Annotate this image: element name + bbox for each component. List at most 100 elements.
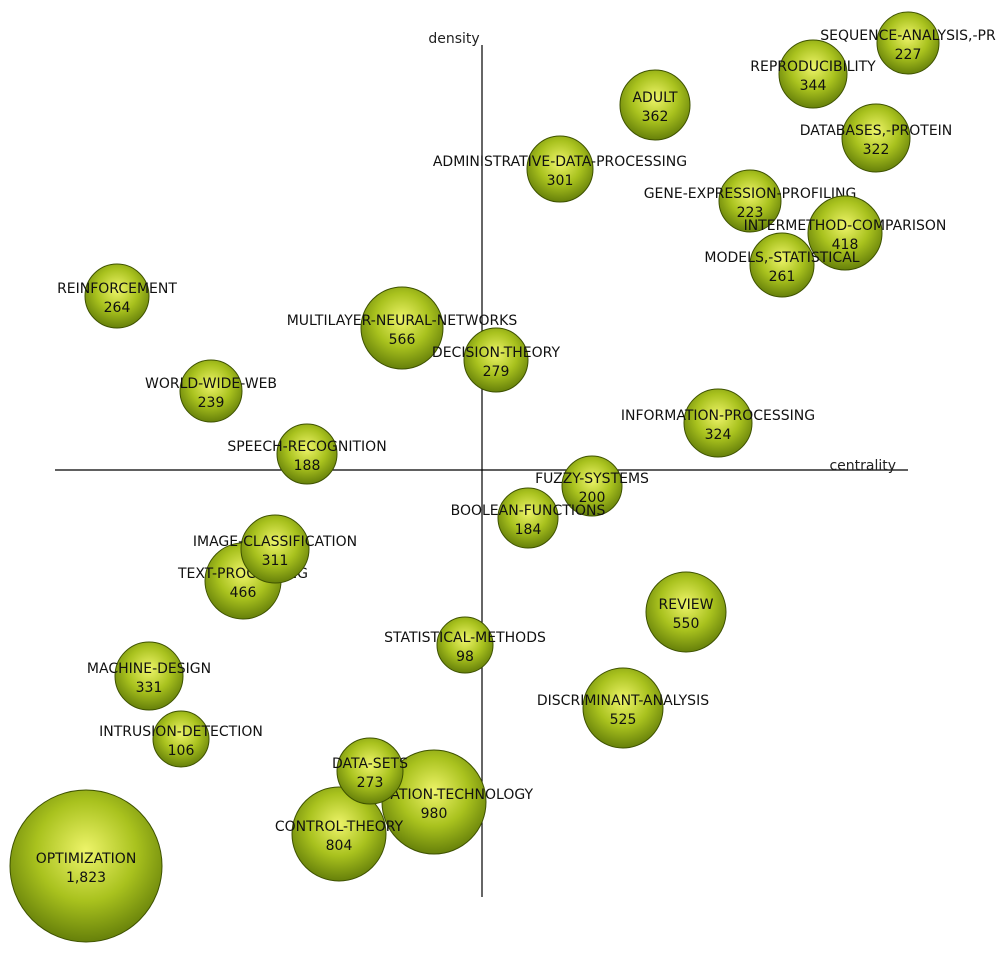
cluster-bubble[interactable] (84, 263, 150, 329)
cluster-count: 261 (769, 269, 796, 285)
cluster-world-wide-web[interactable]: WORLD-WIDE-WEB 239 (145, 359, 277, 423)
cluster-bubble[interactable] (876, 11, 940, 75)
cluster-name: SPEECH-RECOGNITION (227, 439, 386, 455)
cluster-name: SEQUENCE-ANALYSIS,-PR (820, 28, 996, 44)
cluster-machine-design[interactable]: MACHINE-DESIGN 331 (87, 641, 211, 711)
cluster-multilayer-neural-networks[interactable]: MULTILAYER-NEURAL-NETWORKS 566 (287, 286, 518, 370)
cluster-bubble[interactable] (841, 103, 911, 173)
cluster-bubble[interactable] (683, 388, 753, 458)
cluster-name: REPRODUCIBILITY (750, 59, 876, 75)
cluster-speech-recognition[interactable]: SPEECH-RECOGNITION 188 (227, 423, 387, 485)
cluster-models-statistical[interactable]: MODELS,-STATISTICAL 261 (704, 232, 860, 298)
cluster-count: 324 (705, 427, 732, 443)
cluster-review[interactable]: REVIEW 550 (645, 571, 727, 653)
cluster-bubble[interactable] (778, 39, 848, 109)
cluster-bubble[interactable] (582, 667, 664, 749)
cluster-count: 980 (421, 806, 448, 822)
cluster-name: OPTIMIZATION (36, 851, 137, 867)
cluster-count: 239 (198, 395, 225, 411)
cluster-bubble[interactable] (436, 616, 494, 674)
cluster-sequence-analysis-pr[interactable]: SEQUENCE-ANALYSIS,-PR 227 (820, 11, 996, 75)
cluster-bubble[interactable] (718, 169, 782, 233)
cluster-name: DATA-SETS (332, 756, 408, 772)
cluster-bubble[interactable] (645, 571, 727, 653)
cluster-name: CONTROL-THEORY (275, 819, 404, 835)
cluster-name: FUZZY-SYSTEMS (535, 471, 649, 487)
cluster-name: MODELS,-STATISTICAL (704, 250, 859, 266)
cluster-statistical-methods[interactable]: STATISTICAL-METHODS 98 (384, 616, 546, 674)
cluster-bubble[interactable] (152, 710, 210, 768)
y-axis-label: density (428, 31, 479, 47)
cluster-count: 188 (294, 458, 321, 474)
cluster-count: 550 (673, 616, 700, 632)
cluster-bubble[interactable] (561, 455, 623, 517)
cluster-optimization[interactable]: OPTIMIZATION 1,823 (9, 789, 163, 943)
cluster-count: 804 (326, 838, 353, 854)
cluster-count: 466 (230, 585, 257, 601)
x-axis-label: centrality (829, 458, 896, 474)
cluster-bubble[interactable] (526, 135, 594, 203)
cluster-bubble[interactable] (276, 423, 338, 485)
cluster-count: 566 (389, 332, 416, 348)
cluster-count: 98 (456, 649, 474, 665)
cluster-count: 311 (262, 553, 289, 569)
cluster-decision-theory[interactable]: DECISION-THEORY 279 (432, 327, 561, 393)
cluster-discriminant-analysis[interactable]: DISCRIMINANT-ANALYSIS 525 (537, 667, 709, 749)
cluster-name: GENE-EXPRESSION-PROFILING (644, 186, 857, 202)
cluster-bubble[interactable] (463, 327, 529, 393)
cluster-data-sets[interactable]: DATA-SETS 273 (332, 737, 408, 805)
cluster-count: 331 (136, 680, 163, 696)
cluster-count: 184 (515, 522, 542, 538)
cluster-administrative-data-processing[interactable]: ADMINISTRATIVE-DATA-PROCESSING 301 (433, 135, 687, 203)
cluster-name: MACHINE-DESIGN (87, 661, 211, 677)
cluster-name: DATABASES,-PROTEIN (800, 123, 953, 139)
cluster-count: 223 (737, 205, 764, 221)
cluster-bubble[interactable] (291, 786, 387, 882)
cluster-boolean-functions[interactable]: BOOLEAN-FUNCTIONS 184 (451, 487, 606, 549)
cluster-bubble[interactable] (9, 789, 163, 943)
cluster-reinforcement[interactable]: REINFORCEMENT 264 (57, 263, 177, 329)
cluster-bubble[interactable] (360, 286, 444, 370)
cluster-name: BOOLEAN-FUNCTIONS (451, 503, 606, 519)
cluster-bubble[interactable] (179, 359, 243, 423)
cluster-name: STATISTICAL-METHODS (384, 630, 546, 646)
cluster-databases-protein[interactable]: DATABASES,-PROTEIN 322 (800, 103, 953, 173)
cluster-name: MULTILAYER-NEURAL-NETWORKS (287, 313, 518, 329)
cluster-count: 301 (547, 173, 574, 189)
cluster-bubble[interactable] (497, 487, 559, 549)
cluster-count: 227 (895, 47, 922, 63)
cluster-count: 525 (610, 712, 637, 728)
cluster-name: INTERMETHOD-COMPARISON (744, 218, 947, 234)
cluster-gene-expression-profiling[interactable]: GENE-EXPRESSION-PROFILING 223 (644, 169, 857, 233)
cluster-bubble[interactable] (336, 737, 404, 805)
cluster-count: 362 (642, 109, 669, 125)
cluster-name: DECISION-THEORY (432, 345, 561, 361)
cluster-bubble[interactable] (807, 195, 883, 271)
cluster-count: 273 (357, 775, 384, 791)
cluster-name: DISCRIMINANT-ANALYSIS (537, 693, 709, 709)
cluster-bubble[interactable] (619, 69, 691, 141)
cluster-bubble[interactable] (240, 514, 310, 584)
cluster-bubble[interactable] (749, 232, 815, 298)
cluster-bubble[interactable] (114, 641, 184, 711)
cluster-name: ADMINISTRATIVE-DATA-PROCESSING (433, 154, 687, 170)
cluster-name: WORLD-WIDE-WEB (145, 376, 277, 392)
cluster-count: 344 (800, 78, 827, 94)
cluster-count: 264 (104, 300, 131, 316)
cluster-name: ADULT (632, 90, 677, 106)
cluster-adult[interactable]: ADULT 362 (619, 69, 691, 141)
cluster-count: 279 (483, 364, 510, 380)
cluster-reproducibility[interactable]: REPRODUCIBILITY 344 (750, 39, 876, 109)
cluster-name: REINFORCEMENT (57, 281, 177, 297)
cluster-count: 322 (863, 142, 890, 158)
cluster-control-theory[interactable]: CONTROL-THEORY 804 (275, 786, 404, 882)
cluster-name: INTRUSION-DETECTION (99, 724, 263, 740)
cluster-count: 1,823 (66, 870, 106, 886)
cluster-name: REVIEW (659, 597, 714, 613)
